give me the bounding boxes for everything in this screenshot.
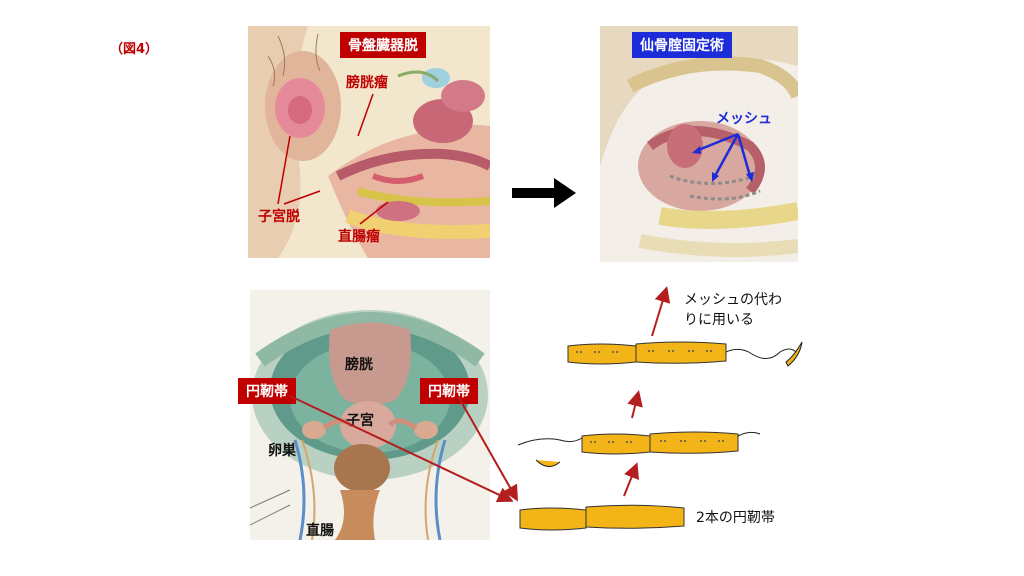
right-arrow-icon [512,178,576,208]
mesh-substitute-note: メッシュの代わ りに用いる [684,290,782,330]
rectocele-label: 直腸瘤 [338,229,380,245]
pelvic-organ-prolapse-title: 骨盤臓器脱 [340,32,426,58]
up-arrow-3 [651,286,671,337]
uterus-label: 子宮 [346,413,374,429]
figure-label: （図4） [110,42,159,57]
pelvic-organ-prolapse-illustration [248,26,490,258]
two-round-ligaments-caption: 2本の円靭帯 [696,510,775,526]
mesh-label: メッシュ [716,111,772,127]
ovary-label: 卵巣 [268,443,296,459]
up-arrow-2 [627,390,643,419]
bladder-label: 膀胱 [345,357,373,373]
uterine-prolapse-label: 子宮脱 [258,209,300,225]
mesh-substitute-note-line2: りに用いる [684,312,754,328]
rectum-label: 直腸 [306,523,334,539]
two-ligament-bands [519,504,685,531]
mesh-substitute-band [567,341,803,367]
sacrocolpopexy-illustration [600,26,798,262]
bladder-hernia-label: 膀胱瘤 [346,75,388,91]
round-ligament-tag-left: 円靭帯 [238,378,296,404]
sacrocolpopexy-title: 仙骨腟固定術 [632,32,732,58]
sutured-ligament-band [517,431,761,467]
round-ligament-tag-right: 円靭帯 [420,378,478,404]
up-arrow-1 [623,462,639,497]
mesh-substitute-note-line1: メッシュの代わ [684,292,782,308]
